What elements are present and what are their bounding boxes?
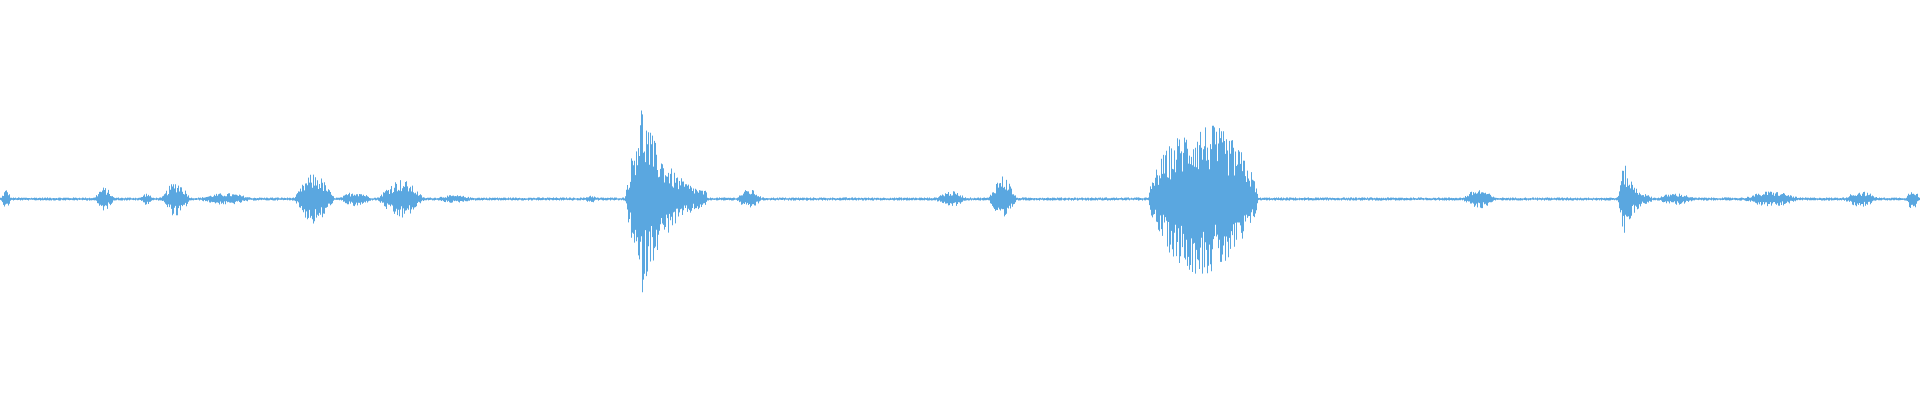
waveform-bars [0, 110, 1920, 293]
waveform-signal [0, 110, 1920, 293]
